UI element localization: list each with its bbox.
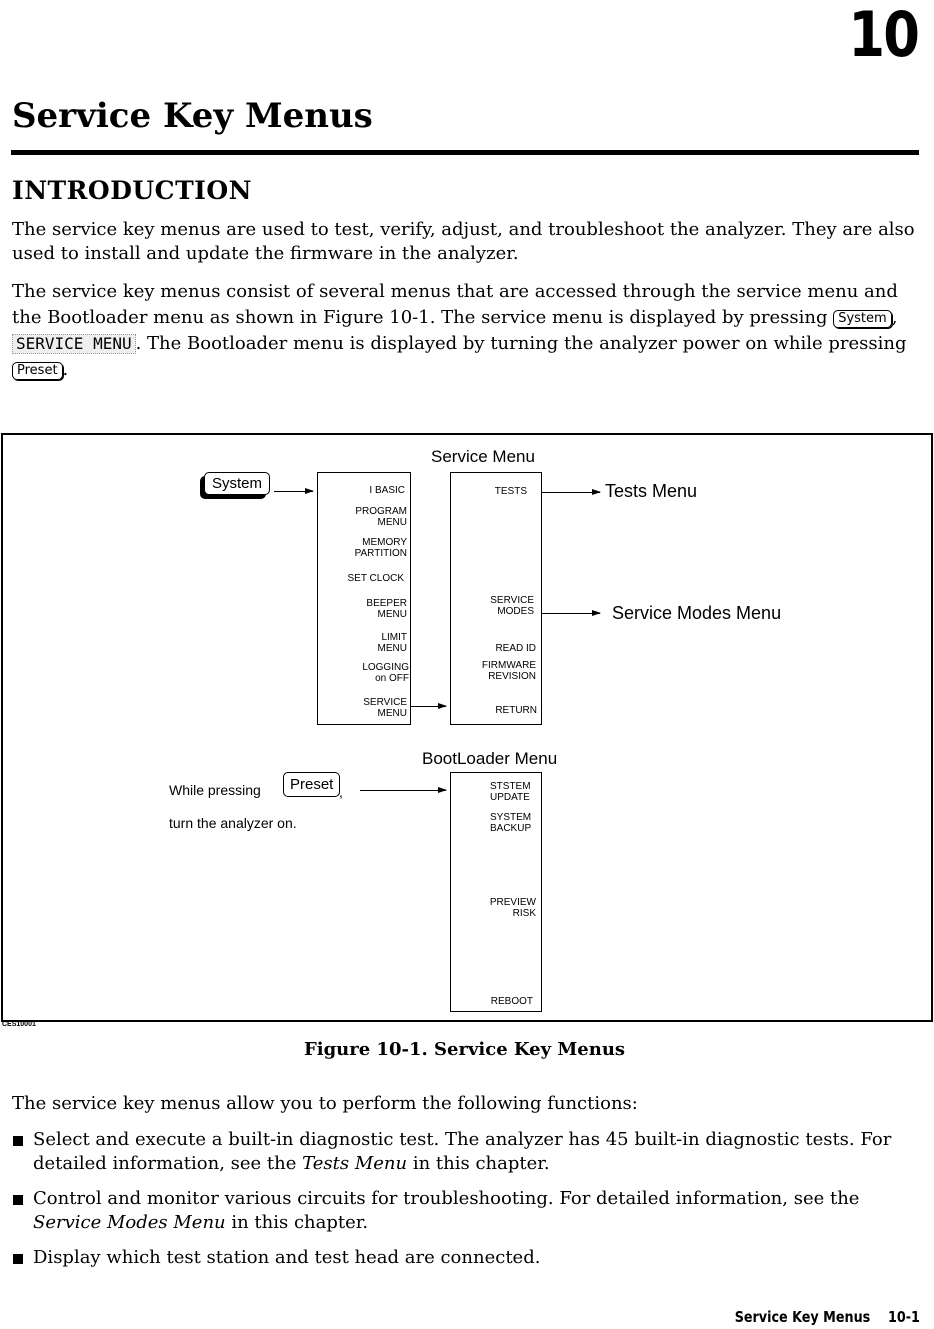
system-arrow xyxy=(274,488,314,494)
service-menu-arrow xyxy=(410,703,447,709)
bullet-text-end: in this chapter. xyxy=(225,1212,369,1233)
figure-preset-key-label: Preset xyxy=(290,776,334,793)
softkey-set-clock: SET CLOCK xyxy=(347,573,405,584)
softkey-system-backup: SYSTEM BACKUP xyxy=(490,812,532,834)
figure-service-key-menus: Service Menu System I BASIC PROGRAM MENU… xyxy=(1,433,933,1022)
softkey-return: RETURN xyxy=(495,705,537,716)
service-modes-arrow xyxy=(541,610,601,616)
softkey-read-id: READ ID xyxy=(495,643,536,654)
softkey-beeper-menu: BEEPER MENU xyxy=(366,598,407,620)
softkey-memory-partition: MEMORY PARTITION xyxy=(354,537,407,559)
footer-page-number: 10-1 xyxy=(888,1308,920,1326)
bullet-text: Display which test station and test head… xyxy=(33,1247,541,1268)
system-softkey-menu: I BASIC PROGRAM MENU MEMORY PARTITION SE… xyxy=(317,472,411,725)
page-title: Service Key Menus xyxy=(12,96,373,136)
bullet-text: Select and execute a built-in diagnostic… xyxy=(33,1129,892,1174)
system-key: System xyxy=(833,310,892,328)
tests-menu-reference: Tests Menu xyxy=(302,1153,408,1174)
title-rule xyxy=(11,150,919,155)
softkey-firmware-revision: FIRMWARE REVISION xyxy=(481,660,536,682)
while-pressing-text: While pressing xyxy=(169,782,261,798)
bootloader-softkey-menu: STSTEM UPDATE SYSTEM BACKUP PREVIEW RISK… xyxy=(450,772,542,1012)
footer-section: Service Key Menus xyxy=(734,1308,871,1326)
softkey-preview-risk: PREVIEW RISK xyxy=(489,897,536,919)
softkey-tests: TESTS xyxy=(494,486,527,497)
service-menu-softkey: SERVICE MENU xyxy=(12,334,136,354)
intro-paragraph-2: The service key menus consist of several… xyxy=(12,279,922,383)
page-footer: Service Key Menus 10-1 xyxy=(735,1308,920,1326)
bootloader-menu-title: BootLoader Menu xyxy=(422,749,558,768)
list-item: Control and monitor various circuits for… xyxy=(12,1187,922,1235)
softkey-service-modes: SERVICE MODES xyxy=(490,595,534,617)
softkey-ibasic: I BASIC xyxy=(369,485,405,496)
intro-p2-sep: , xyxy=(891,307,898,328)
softkey-system-update: STSTEM UPDATE xyxy=(490,781,531,803)
turn-on-text: turn the analyzer on. xyxy=(169,815,297,831)
figure-preset-key: Preset xyxy=(283,772,341,797)
preset-key: Preset xyxy=(12,362,63,380)
service-menu-title: Service Menu xyxy=(431,447,535,466)
bootloader-arrow xyxy=(360,787,447,793)
softkey-service-menu: SERVICE MENU xyxy=(363,697,407,719)
service-modes-menu-label: Service Modes Menu xyxy=(612,603,782,623)
list-item: Select and execute a built-in diagnostic… xyxy=(12,1128,922,1176)
service-softkey-menu: TESTS SERVICE MODES READ ID FIRMWARE REV… xyxy=(450,472,542,725)
functions-intro: The service key menus allow you to perfo… xyxy=(12,1093,638,1114)
tests-arrow xyxy=(541,489,601,495)
figure-id: CES10001 xyxy=(2,1021,36,1028)
chapter-number: 10 xyxy=(848,0,920,71)
figure-system-key: System xyxy=(204,472,271,495)
softkey-limit-menu: LIMIT MENU xyxy=(377,632,407,654)
intro-p2-end: . xyxy=(62,359,69,380)
service-modes-menu-reference: Service Modes Menu xyxy=(33,1212,226,1233)
list-item: Display which test station and test head… xyxy=(12,1246,922,1270)
intro-paragraph-1: The service key menus are used to test, … xyxy=(12,219,915,264)
intro-p2-text-b: . The Bootloader menu is displayed by tu… xyxy=(135,333,907,354)
figure-caption: Figure 10-1. Service Key Menus xyxy=(303,1039,626,1060)
tests-menu-label: Tests Menu xyxy=(605,481,698,501)
softkey-logging: LOGGING on OFF xyxy=(362,662,409,684)
preset-comma: , xyxy=(339,784,343,800)
intro-p2-text-a: The service key menus consist of several… xyxy=(12,281,898,328)
bullet-text: Control and monitor various circuits for… xyxy=(33,1188,860,1209)
section-heading: INTRODUCTION xyxy=(12,176,253,205)
softkey-program-menu: PROGRAM MENU xyxy=(355,506,407,528)
softkey-reboot: REBOOT xyxy=(490,996,533,1007)
bullet-text-end: in this chapter. xyxy=(407,1153,550,1174)
